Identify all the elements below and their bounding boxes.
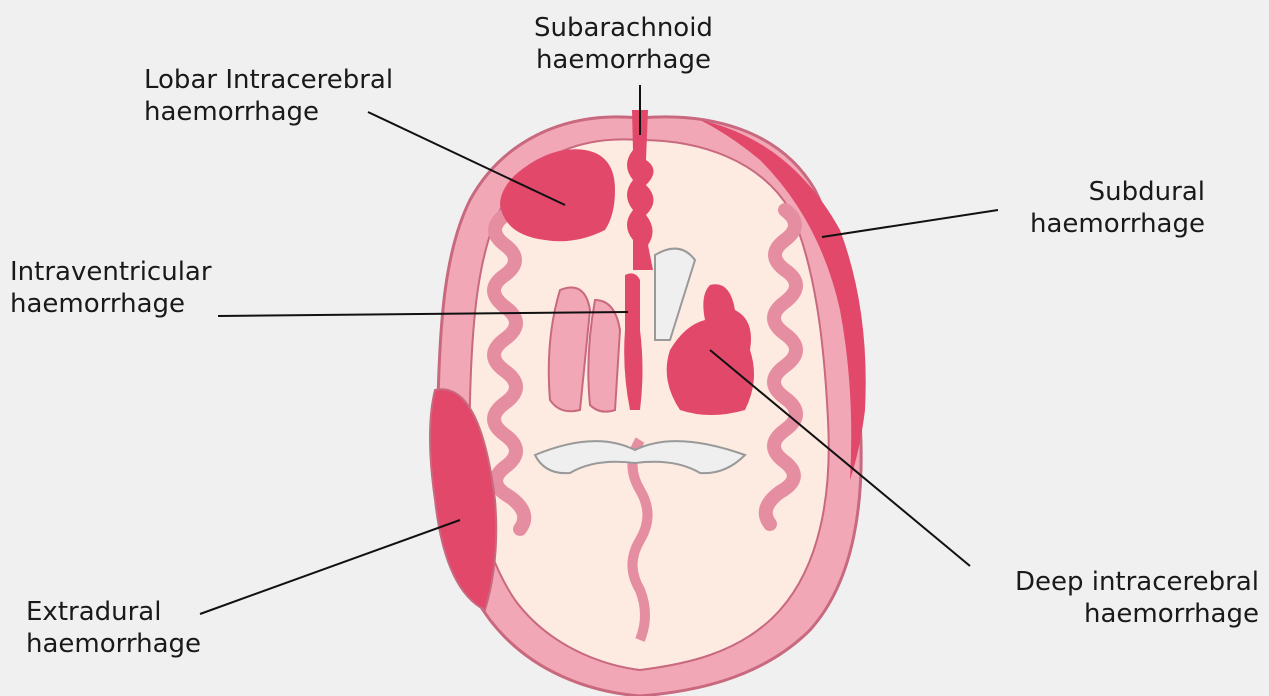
label-intraventricular-line1: Intraventricular [10,256,212,288]
label-lobar-line2: haemorrhage [144,96,393,128]
label-intraventricular: Intraventricular haemorrhage [10,256,212,320]
leader-extradural [200,520,460,614]
label-deep-line2: haemorrhage [1015,598,1259,630]
label-subdural: Subdural haemorrhage [1030,176,1205,240]
label-extradural-line1: Extradural [26,596,201,628]
label-lobar: Lobar Intracerebral haemorrhage [144,64,393,128]
label-subdural-line2: haemorrhage [1030,208,1205,240]
label-lobar-line1: Lobar Intracerebral [144,64,393,96]
label-subdural-line1: Subdural [1030,176,1205,208]
label-deep: Deep intracerebral haemorrhage [1015,566,1259,630]
label-extradural: Extradural haemorrhage [26,596,201,660]
leader-subdural [822,210,998,237]
label-extradural-line2: haemorrhage [26,628,201,660]
label-subarachnoid: Subarachnoid haemorrhage [534,12,713,76]
label-subarachnoid-line1: Subarachnoid [534,12,713,44]
intraventricular-bleed [624,273,642,410]
label-deep-line1: Deep intracerebral [1015,566,1259,598]
label-intraventricular-line2: haemorrhage [10,288,212,320]
label-subarachnoid-line2: haemorrhage [534,44,713,76]
